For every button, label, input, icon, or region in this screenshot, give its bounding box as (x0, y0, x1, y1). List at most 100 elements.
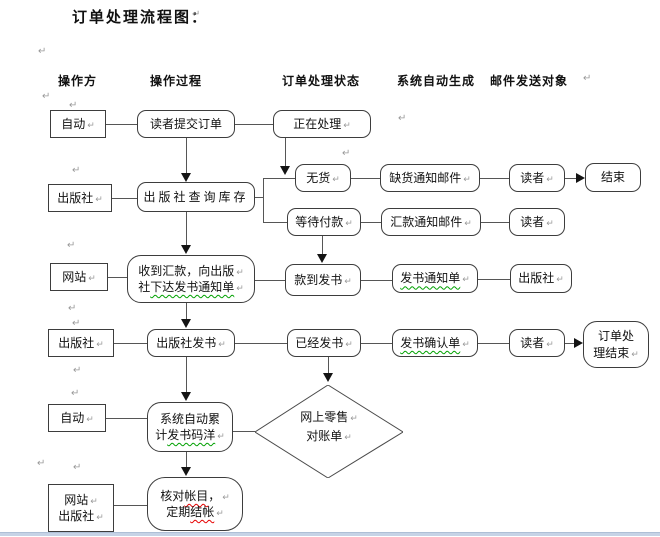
node-label: ， (208, 488, 221, 503)
node-label: 已经发书 (295, 335, 344, 350)
page-title: 订单处理流程图： (72, 8, 209, 26)
node-out-of-stock-email: 缺货通知邮件↵ (380, 164, 480, 192)
return-mark: ↵ (87, 120, 95, 131)
connector-line (480, 178, 509, 179)
node-order-processing-finished: 订单处 理结束↵ (583, 321, 649, 368)
node-remittance-email: 汇款通知邮件↵ (381, 208, 481, 236)
node-publisher-2: 出版社↵ (48, 329, 114, 357)
node-label: 读者 (520, 214, 545, 229)
node-label: 读者提交订单 (149, 116, 222, 131)
return-mark: ↵ (350, 414, 358, 424)
arrow-line (186, 138, 187, 174)
return-mark: ↵ (463, 174, 471, 185)
connector-line (481, 222, 509, 223)
return-mark: ↵ (218, 339, 226, 350)
connector-line (478, 279, 510, 280)
return-mark: ↵ (96, 513, 104, 523)
node-label: 款到发书 (294, 272, 343, 287)
return-mark: ↵ (96, 339, 104, 350)
paragraph-mark: ↵ (67, 240, 76, 251)
node-label: 网站 (62, 269, 87, 284)
return-mark: ↵ (344, 433, 352, 444)
node-online-retail-statement: 网上零售↵ 对账单↵ (277, 408, 381, 446)
node-label-spell-flagged: 结帐 (190, 505, 215, 519)
return-mark: ↵ (556, 275, 564, 286)
node-label: 正在处理 (293, 116, 342, 131)
return-mark: ↵ (345, 339, 353, 350)
connector-line (351, 178, 380, 179)
node-label: 读者 (520, 335, 545, 350)
return-mark: ↵ (332, 174, 340, 185)
arrow-line (328, 357, 329, 373)
branch-spine (263, 178, 264, 223)
return-mark: ↵ (546, 339, 554, 350)
node-publisher-query-stock: 出版社查询库存 (137, 182, 255, 212)
connector-line (478, 343, 509, 344)
return-mark: ↵ (86, 414, 94, 425)
node-end: 结束 (585, 163, 641, 192)
paragraph-mark: ↵ (73, 365, 82, 376)
return-mark: ↵ (344, 276, 352, 287)
return-mark: ↵ (222, 492, 230, 503)
node-label: 收到汇款，向出版 (138, 263, 235, 278)
paragraph-mark: ↵ (38, 46, 47, 57)
node-website-publisher: 网站↵ 出版社↵ (48, 484, 114, 532)
return-mark: ↵ (345, 218, 353, 229)
connector-line (263, 222, 287, 223)
node-label-grammar-flagged: 发书通知单 (400, 271, 461, 286)
node-label-spell-flagged: 帐目 (184, 488, 209, 503)
node-label: 核对 (160, 488, 185, 503)
node-reconcile-accounts: 核对帐目，↵ 定期结帐↵ (147, 477, 243, 531)
return-mark: ↵ (217, 432, 225, 442)
node-label: 读者 (520, 170, 545, 185)
return-mark: ↵ (216, 509, 224, 519)
node-label: 出版社查询库存 (143, 189, 249, 204)
arrow-right-icon (576, 173, 585, 183)
connector-line (112, 198, 137, 199)
return-mark: ↵ (462, 339, 470, 350)
arrow-down-icon (181, 392, 191, 401)
node-reader-3: 读者↵ (509, 329, 565, 357)
paragraph-mark: ↵ (72, 165, 81, 176)
arrow-line (565, 343, 575, 344)
connector-line (114, 505, 147, 506)
column-header-mail-target: 邮件发送对象 (490, 74, 569, 88)
return-mark: ↵ (546, 174, 554, 185)
connector-line (255, 280, 285, 281)
arrow-down-icon (317, 254, 327, 263)
node-label: 结束 (600, 170, 625, 185)
node-ship-confirmation: 发书确认单↵ (392, 329, 478, 357)
return-mark: ↵ (236, 267, 244, 278)
node-label: 对账单 (306, 429, 343, 444)
node-label: 出版社 (58, 335, 95, 350)
column-header-order-status: 订单处理状态 (282, 74, 361, 88)
node-status-awaiting-payment: 等待付款↵ (287, 208, 361, 236)
paragraph-mark: ↵ (583, 73, 592, 84)
connector-line (106, 418, 147, 419)
return-mark: ↵ (88, 273, 96, 284)
node-status-processing: 正在处理↵ (273, 110, 371, 138)
arrow-line (285, 138, 286, 166)
node-label: 无货 (306, 170, 331, 185)
node-publisher-recipient: 出版社↵ (510, 264, 572, 293)
paragraph-mark: ↵ (42, 91, 51, 102)
arrow-right-icon (574, 338, 583, 348)
node-reader-2: 读者↵ (509, 208, 565, 236)
node-label: 计 (155, 428, 168, 442)
node-auto-1: 自动↵ (50, 110, 106, 138)
node-status-no-stock: 无货↵ (295, 164, 351, 192)
connector-line (106, 124, 137, 125)
node-label: 出版社 (57, 190, 94, 205)
paragraph-mark: ↵ (72, 318, 81, 329)
node-label: 汇款通知邮件 (390, 214, 463, 229)
node-label: 系统自动累 (159, 411, 220, 426)
node-publisher-ships-books: 出版社发书↵ (147, 329, 235, 357)
node-website-1: 网站↵ (50, 263, 108, 291)
connector-line (108, 277, 127, 278)
arrow-line (565, 178, 577, 179)
node-label: 自动 (61, 116, 86, 131)
return-mark: ↵ (236, 284, 244, 294)
node-label: 定期 (166, 505, 191, 519)
paragraph-mark: ↵ (73, 462, 82, 473)
